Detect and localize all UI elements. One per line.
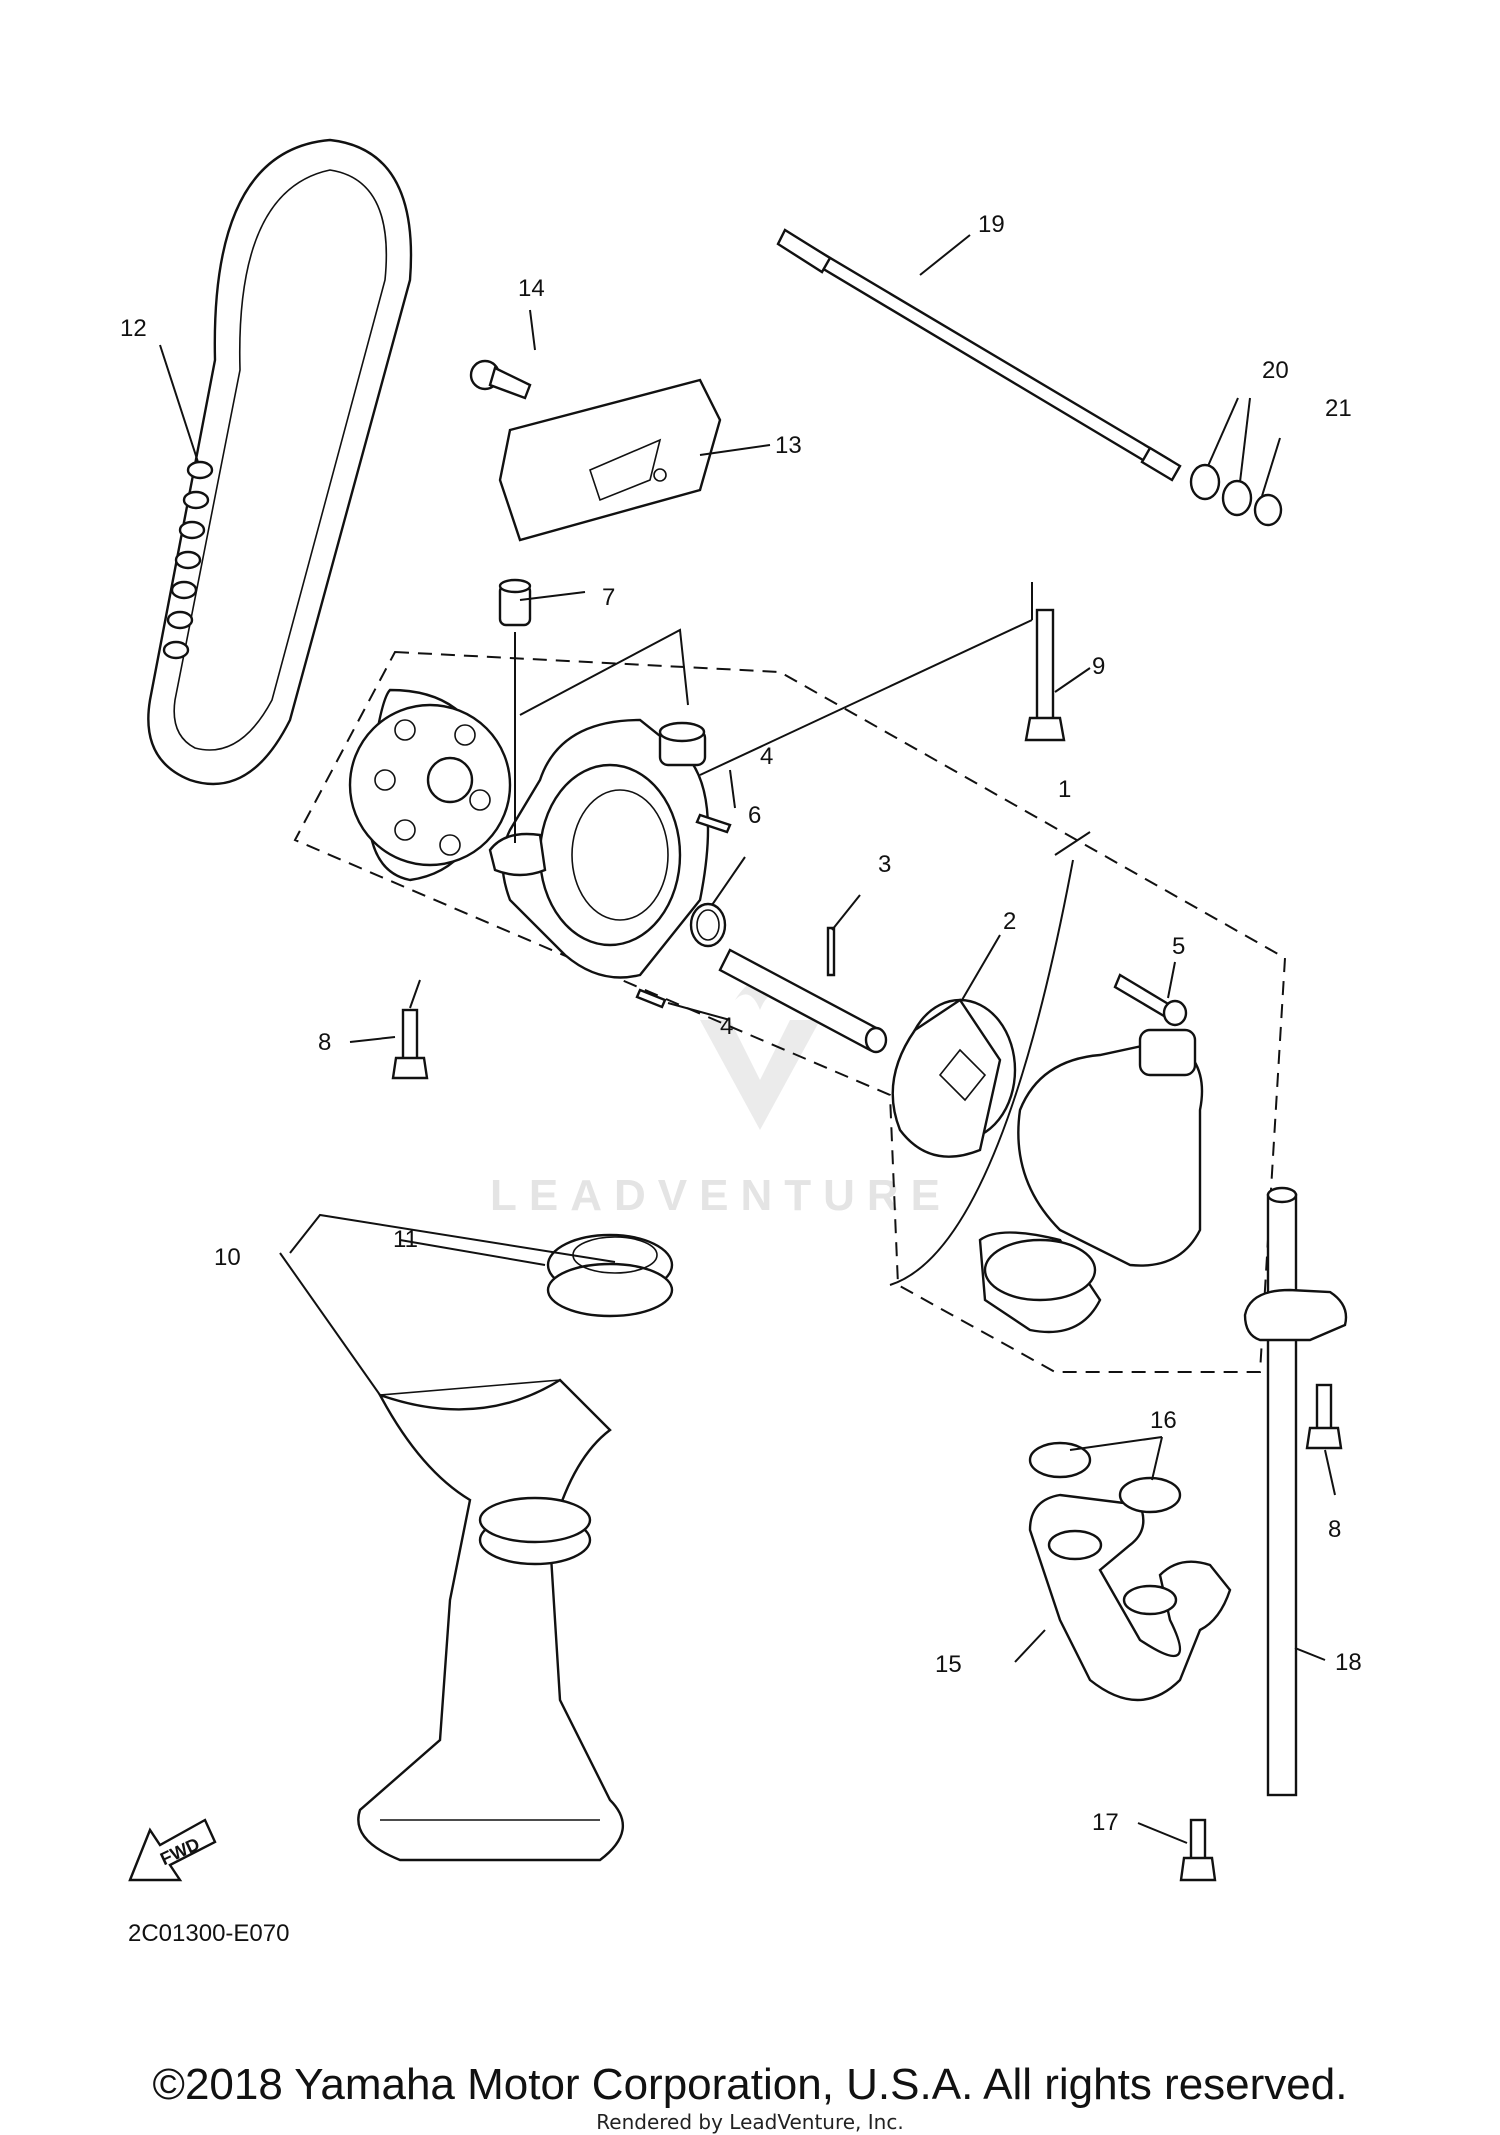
- callout-14: 14: [518, 275, 545, 302]
- callout-15: 15: [935, 1651, 962, 1678]
- callout-10: 10: [214, 1244, 241, 1271]
- callout-3: 3: [878, 851, 891, 878]
- strainer-o-ring: [546, 1233, 674, 1318]
- pump-cover: [978, 1028, 1204, 1334]
- chain-link-detail: [162, 460, 214, 660]
- flange-bolt-right: [1305, 1383, 1343, 1450]
- callout-1: 1: [1058, 776, 1071, 803]
- callout-2: 2: [1003, 908, 1016, 935]
- cover-screw: [1113, 973, 1188, 1027]
- callout-4-lower: 4: [720, 1013, 733, 1040]
- leader-lines: [159, 234, 1336, 1844]
- callout-13: 13: [775, 432, 802, 459]
- pipe-bolt: [1179, 1818, 1217, 1882]
- o-ring-20a: [1189, 463, 1221, 501]
- figure-code: 2C01300-E070: [128, 1920, 290, 1947]
- watermark-text: LEADVENTURE: [490, 1171, 952, 1220]
- chain-guide-bolt: [469, 359, 532, 400]
- callout-5: 5: [1172, 933, 1185, 960]
- callout-9: 9: [1092, 653, 1105, 680]
- copyright-notice: ©2018 Yamaha Motor Corporation, U.S.A. A…: [152, 2060, 1348, 2109]
- pump-rotor: [891, 998, 1017, 1158]
- oil-delivery-tube: [1243, 1186, 1348, 1797]
- callout-21: 21: [1325, 395, 1352, 422]
- forward-arrow-icon: FWD: [128, 1818, 217, 1882]
- callout-19: 19: [978, 211, 1005, 238]
- oil-pump-assembly-boundary: [293, 650, 1287, 1373]
- pipe-o-ring-b: [1118, 1476, 1182, 1514]
- long-shaft: [776, 228, 1182, 482]
- oil-strainer: [357, 1378, 624, 1862]
- dowel-pin-upper: [695, 813, 732, 834]
- callout-8-left: 8: [318, 1029, 331, 1056]
- long-bolt: [1024, 608, 1066, 742]
- callout-4-upper: 4: [760, 743, 773, 770]
- flange-bolt-left: [391, 1008, 429, 1080]
- chain-guide: [498, 378, 722, 542]
- leadventure-watermark: LEADVENTURE: [490, 980, 952, 1220]
- dowel-pin-lower: [635, 988, 667, 1009]
- callout-7: 7: [602, 584, 615, 611]
- callout-numbers: 1 2 3 4 4 5 6 7 8 8 9 10 11 12 13 14 15 …: [120, 211, 1362, 1836]
- o-ring-20b: [1221, 479, 1253, 517]
- callout-20: 20: [1262, 357, 1289, 384]
- callout-11: 11: [393, 1226, 418, 1253]
- pipe-o-ring-a: [1028, 1441, 1092, 1479]
- pump-housing: [488, 718, 710, 979]
- callout-16: 16: [1150, 1407, 1177, 1434]
- drive-chain: [147, 138, 413, 786]
- pin: [826, 926, 836, 977]
- o-ring-small: [689, 902, 727, 948]
- callout-12: 12: [120, 315, 147, 342]
- o-ring-21: [1253, 493, 1283, 527]
- callout-18: 18: [1335, 1649, 1362, 1676]
- callout-17: 17: [1092, 1809, 1119, 1836]
- oil-pipe: [1028, 1493, 1232, 1702]
- callout-6: 6: [748, 802, 761, 829]
- driven-sprocket: [348, 688, 512, 882]
- rotor-shaft: [718, 948, 888, 1054]
- callout-8-right: 8: [1328, 1516, 1341, 1543]
- collar: [498, 578, 532, 627]
- rendered-by-notice: Rendered by LeadVenture, Inc.: [596, 2110, 904, 2134]
